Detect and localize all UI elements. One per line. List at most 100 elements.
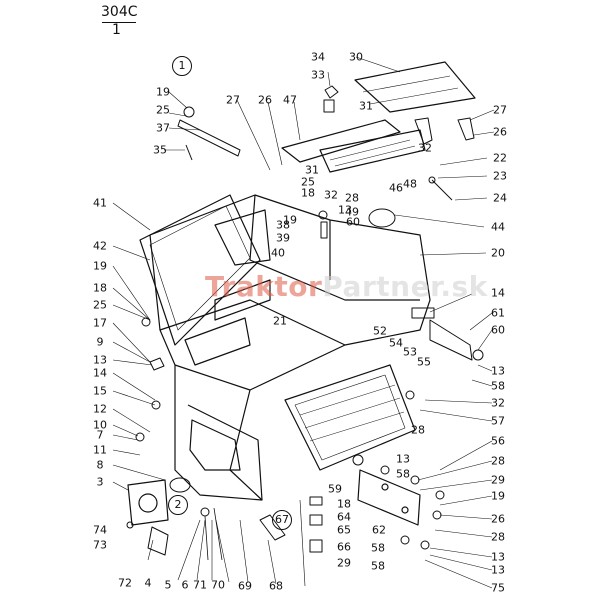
part-label: 71 xyxy=(193,578,207,592)
part-label: 75 xyxy=(491,581,505,595)
part-label: 10 xyxy=(93,418,107,432)
watermark-traktorpartner: TraktorPartner.sk xyxy=(205,270,488,303)
part-label: 60 xyxy=(346,215,360,229)
part-label: 58 xyxy=(396,467,410,481)
part-label: 66 xyxy=(337,540,351,554)
front-panel-53 xyxy=(284,364,416,471)
part-label: 18 xyxy=(93,281,107,295)
part-label: 64 xyxy=(337,510,351,524)
part-label: 25 xyxy=(93,298,107,312)
side-panel-41 xyxy=(139,194,271,346)
part-label: 32 xyxy=(324,188,338,202)
part-label: 19 xyxy=(93,259,107,273)
sheet-sub: 1 xyxy=(112,22,121,38)
part-label: 34 xyxy=(311,50,325,64)
part-label: 59 xyxy=(328,482,342,496)
part-label: 19 xyxy=(491,489,505,503)
cover-plates xyxy=(281,61,476,173)
part-label: 52 xyxy=(373,324,387,338)
part-label: 58 xyxy=(371,541,385,555)
part-label: 11 xyxy=(93,443,107,457)
part-label: 21 xyxy=(273,314,287,328)
part-label: 24 xyxy=(493,191,507,205)
part-label: 12 xyxy=(93,402,107,416)
part-label: 57 xyxy=(491,414,505,428)
watermark-part-b: Partner.sk xyxy=(322,270,488,303)
part-label: 56 xyxy=(491,434,505,448)
part-label: 41 xyxy=(93,196,107,210)
part-label: 55 xyxy=(417,355,431,369)
part-label: 31 xyxy=(359,99,373,113)
main-housing xyxy=(149,194,431,501)
group-marker: 67 xyxy=(272,510,292,530)
part-label: 33 xyxy=(311,68,325,82)
part-label: 13 xyxy=(491,563,505,577)
part-label: 3 xyxy=(96,475,104,489)
part-label: 6 xyxy=(181,578,189,592)
part-label: 17 xyxy=(93,316,107,330)
part-label: 14 xyxy=(491,286,505,300)
part-label: 9 xyxy=(96,335,104,349)
part-label: 48 xyxy=(403,177,417,191)
part-label: 69 xyxy=(238,579,252,593)
part-label: 23 xyxy=(493,169,507,183)
part-label: 28 xyxy=(345,191,359,205)
sheet-code: 304C xyxy=(101,4,138,20)
part-label: 8 xyxy=(96,458,104,472)
part-label: 37 xyxy=(156,121,170,135)
part-label: 26 xyxy=(491,512,505,526)
part-label: 28 xyxy=(491,530,505,544)
part-label: 22 xyxy=(493,151,507,165)
part-label: 15 xyxy=(93,384,107,398)
part-label: 35 xyxy=(153,143,167,157)
part-label: 27 xyxy=(493,103,507,117)
part-label: 32 xyxy=(491,396,505,410)
part-label: 19 xyxy=(283,213,297,227)
part-label: 32 xyxy=(418,141,432,155)
bolt-and-fastener-parts xyxy=(126,85,484,561)
bracket-62 xyxy=(357,469,421,526)
part-label: 73 xyxy=(93,538,107,552)
part-label: 19 xyxy=(156,85,170,99)
watermark-part-a: Traktor xyxy=(205,270,323,303)
part-label: 25 xyxy=(301,175,315,189)
part-label: 61 xyxy=(491,306,505,320)
part-label: 68 xyxy=(269,579,283,593)
part-label: 53 xyxy=(403,345,417,359)
part-label: 62 xyxy=(372,523,386,537)
part-label: 13 xyxy=(491,364,505,378)
part-label: 13 xyxy=(396,452,410,466)
sheet-code-divider xyxy=(102,22,136,23)
part-label: 39 xyxy=(276,231,290,245)
part-label: 25 xyxy=(156,103,170,117)
part-label: 46 xyxy=(389,181,403,195)
part-label: 14 xyxy=(93,366,107,380)
part-label: 60 xyxy=(491,323,505,337)
part-label: 42 xyxy=(93,239,107,253)
part-label: 58 xyxy=(371,559,385,573)
part-label: 74 xyxy=(93,523,107,537)
part-label: 54 xyxy=(389,336,403,350)
part-label: 29 xyxy=(337,556,351,570)
part-label: 47 xyxy=(283,93,297,107)
part-label: 13 xyxy=(338,203,352,217)
part-label: 31 xyxy=(305,163,319,177)
part-label: 18 xyxy=(337,497,351,511)
part-label: 13 xyxy=(491,550,505,564)
part-label: 4 xyxy=(144,576,152,590)
group-marker: 1 xyxy=(172,56,192,76)
leader-lines xyxy=(112,56,495,589)
part-label: 70 xyxy=(211,578,225,592)
group-marker: 2 xyxy=(168,495,188,515)
part-label: 30 xyxy=(349,50,363,64)
part-label: 44 xyxy=(491,220,505,234)
part-label: 20 xyxy=(491,246,505,260)
part-label: 40 xyxy=(271,246,285,260)
part-label: 5 xyxy=(164,578,172,592)
part-label: 18 xyxy=(301,186,315,200)
part-label: 29 xyxy=(491,473,505,487)
part-label: 26 xyxy=(258,93,272,107)
part-label: 26 xyxy=(493,125,507,139)
